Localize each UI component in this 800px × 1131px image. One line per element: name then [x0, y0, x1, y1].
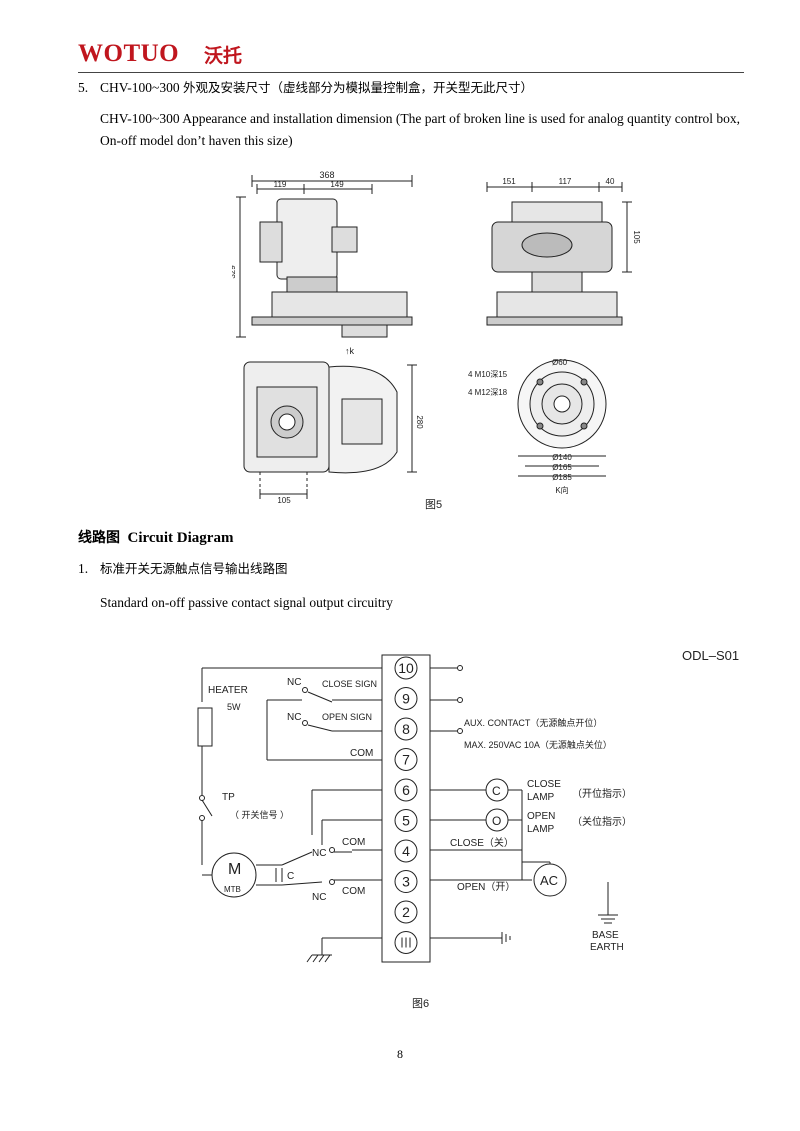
close-lamp-cn: （开位指示） [572, 787, 632, 800]
heater-watt: 5W [227, 702, 241, 712]
page-number: 8 [397, 1047, 403, 1061]
nc2-label: NC [287, 712, 301, 723]
header-divider [78, 72, 744, 73]
dim-368: 368 [319, 170, 334, 180]
figure6-circuit-diagram: ODL–S01 10 9 8 7 6 5 4 3 2 HEATER 5W NC CLOSE SI… [172, 620, 774, 1020]
open-lamp-label2: LAMP [527, 824, 555, 835]
com1-label: COM [350, 748, 373, 759]
terminal-10 [394, 656, 418, 680]
nc3-label: NC [312, 848, 326, 859]
close-lamp-label: CLOSE [527, 779, 561, 790]
terminal-label-5: 5 [402, 813, 410, 829]
brand-logo: WOTUO [78, 40, 180, 67]
mtb-label: MTB [224, 885, 241, 894]
model-label: ODL–S01 [682, 648, 739, 663]
terminal-label-6: 6 [402, 782, 410, 798]
side-view: 151 117 40 105 [486, 177, 641, 326]
ac-label: AC [540, 873, 558, 888]
dim-329: 329 [232, 265, 237, 279]
terminal-2 [394, 900, 418, 924]
dim-phi140: Ø140 [552, 453, 572, 462]
k-view: Ø60 4 M10深15 4 M12深18 Ø140 Ø165 Ø185 K向 [468, 358, 607, 495]
earth-label: EARTH [590, 942, 624, 953]
circuit-heading: 线路图 Circuit Diagram [78, 527, 233, 547]
heater-resistor [197, 707, 213, 747]
circuit-heading-en: Circuit Diagram [127, 530, 234, 546]
figure5-caption: 图5 [425, 498, 442, 511]
tp-label: TP [222, 792, 235, 803]
k-view-label: K向 [555, 485, 568, 495]
aux-contact-close: MAX. 250VAC 10A（无源触点关位） [464, 739, 612, 750]
figure6-caption: 图6 [412, 997, 429, 1010]
dim-phi165: Ø165 [552, 463, 572, 472]
dim-105-side: 105 [632, 230, 641, 244]
open-lamp-letter: O [492, 814, 501, 828]
dim-119: 119 [274, 180, 287, 189]
circuit-heading-cn: 线路图 [78, 530, 120, 546]
terminal-label-2: 2 [402, 904, 410, 920]
switch-signal-label: （ 开关信号 ） [230, 809, 289, 820]
bottom-view: 280 105 [243, 361, 424, 505]
terminal-6 [394, 778, 418, 802]
dim-105-bottom: 105 [277, 496, 291, 505]
dim-149: 149 [330, 180, 344, 189]
close-sign-label: CLOSE SIGN [322, 679, 377, 689]
brand-logo-cn: 沃托 [204, 45, 243, 67]
dim-phi60: Ø60 [552, 358, 568, 367]
front-view: 368 119 149 329 ↑k [228, 170, 413, 356]
open-lamp-cn: （关位指示） [572, 815, 632, 828]
section5-title-cn: 外观及安装尺寸（虚线部分为模拟量控制盒，开关型无此尺寸） [182, 80, 533, 95]
dim-phi185: Ø185 [552, 473, 572, 482]
nc1-label: NC [287, 677, 301, 688]
com3-label: COM [342, 886, 365, 897]
aux-contact-open: AUX. CONTACT（无源触点开位） [464, 717, 602, 728]
arrow-k-label: ↑k [345, 346, 355, 356]
thread-m10: 4 M10深15 [468, 370, 508, 379]
close-lamp-label2: LAMP [527, 792, 555, 803]
nc4-label: NC [312, 892, 326, 903]
dim-280: 280 [415, 415, 424, 429]
dim-151: 151 [502, 177, 516, 186]
terminal-label-8: 8 [402, 721, 410, 737]
close-lamp-letter: C [492, 784, 501, 798]
circuit-item1-cn-text: 标准开关无源触点信号输出线路图 [100, 561, 288, 576]
terminal-label-3: 3 [402, 874, 410, 890]
circuit-item1-en: Standard on-off passive contact signal o… [100, 595, 393, 610]
com2-label: COM [342, 837, 365, 848]
close-cn-label: CLOSE（关） [450, 836, 514, 849]
section5-title-en: CHV-100~300 Appearance and installation … [100, 111, 741, 148]
dim-40: 40 [606, 177, 615, 186]
circuit-item1-number: 1. [78, 561, 89, 576]
circuit-item1-cn: 1. 标准开关无源触点信号输出线路图 [78, 558, 288, 580]
terminal-9 [394, 687, 418, 710]
dim-117: 117 [559, 177, 572, 186]
terminal-label-10: 10 [398, 660, 414, 676]
terminal-5 [394, 809, 418, 832]
terminal-4 [394, 839, 418, 863]
motor-label: M [228, 861, 241, 878]
capacitor-label: C [287, 871, 294, 882]
section5-title-prefix: CHV-100~300 [100, 80, 180, 95]
base-label: BASE [592, 930, 619, 941]
figure5-dimension-drawing: 368 119 149 329 ↑k 151 117 40 105 28 [228, 167, 766, 517]
terminal-label-9: 9 [402, 691, 410, 707]
heater-label: HEATER [208, 685, 248, 696]
open-sign-label: OPEN SIGN [322, 712, 372, 722]
terminal-label-4: 4 [402, 843, 410, 859]
open-cn-label: OPEN（开） [457, 881, 515, 893]
terminal-label-7: 7 [402, 752, 410, 768]
section5-title: 5. CHV-100~300 外观及安装尺寸（虚线部分为模拟量控制盒，开关型无此尺… [78, 77, 533, 99]
terminal-3 [394, 870, 418, 893]
terminal-7 [394, 748, 418, 771]
open-lamp-label: OPEN [527, 811, 555, 822]
terminal-group: 10 9 8 7 6 5 4 3 2 [394, 656, 418, 954]
thread-m12: 4 M12深18 [468, 388, 508, 397]
section5-number: 5. [78, 80, 89, 95]
terminal-8 [394, 717, 418, 741]
